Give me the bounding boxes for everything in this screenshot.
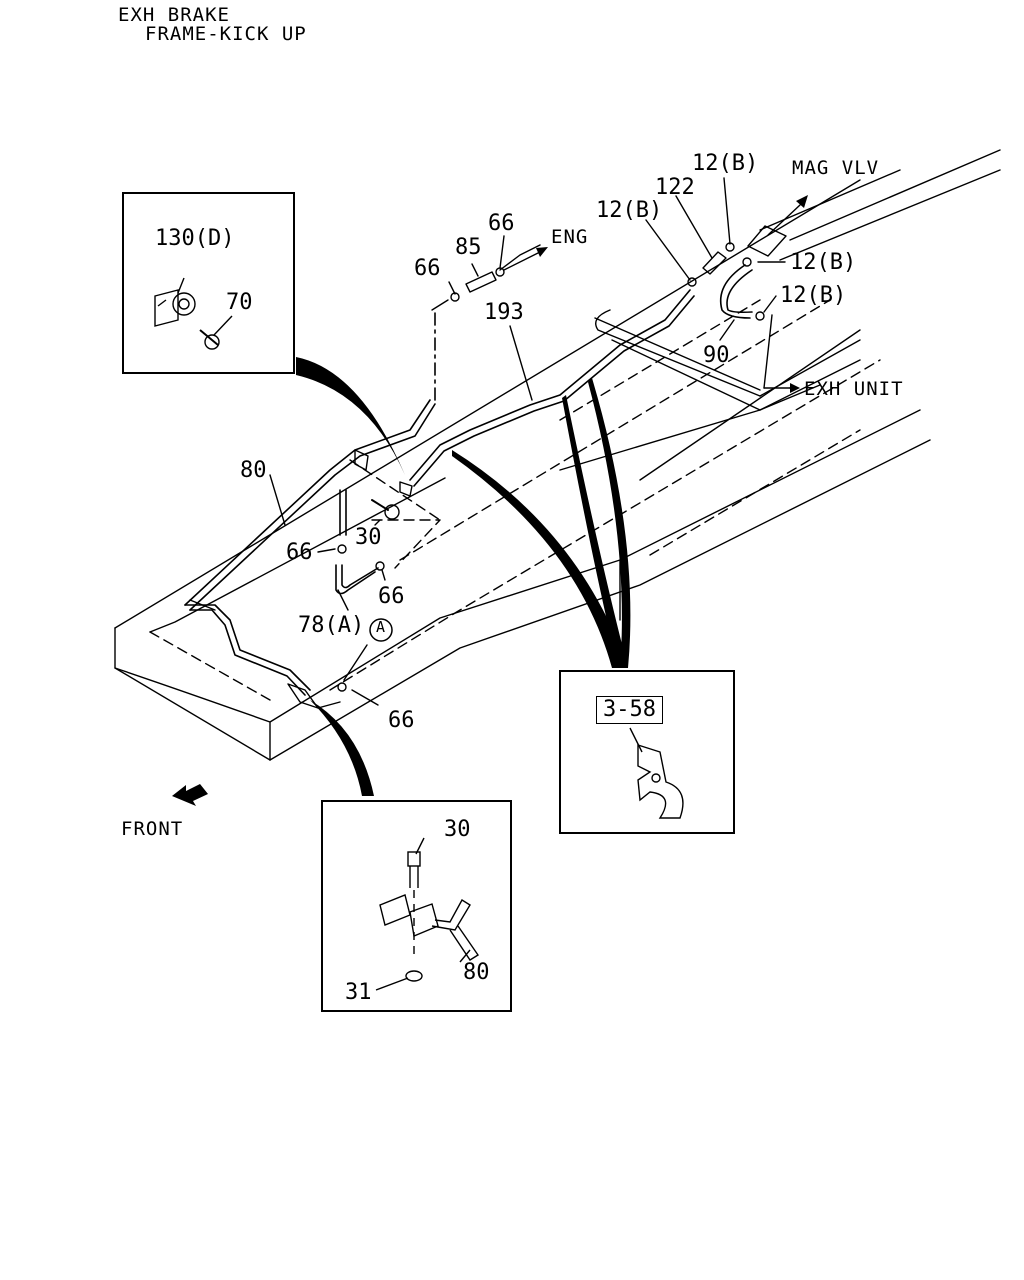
detail-bracket-130d: [154, 277, 233, 350]
callout-30: 30: [355, 525, 382, 550]
detail-leaders: [296, 357, 631, 796]
callout-90: 90: [703, 343, 730, 368]
detail-box-bracket: [122, 192, 295, 374]
hose-78a: [335, 564, 376, 595]
hose-90: [720, 264, 751, 319]
callout-122: 122: [655, 175, 695, 200]
detail-callout-31: 31: [345, 980, 372, 1005]
callout-193: 193: [484, 300, 524, 325]
front-label: FRONT: [121, 818, 184, 840]
callout-85: 85: [455, 235, 482, 260]
callout-70: 70: [226, 290, 253, 315]
detail-callout-80: 80: [463, 960, 490, 985]
header-line-1: EXH BRAKE: [118, 4, 230, 26]
detail-box-clamp: [321, 800, 512, 1012]
detail-callout-30: 30: [444, 817, 471, 842]
callout-12b-3: 12(B): [790, 250, 857, 275]
mag-vlv-label: MAG VLV: [792, 157, 880, 179]
callout-66-d: 66: [378, 584, 405, 609]
circle-a-label: A: [376, 618, 387, 636]
detail-clamp-assembly: [375, 837, 479, 991]
tube-85: [465, 271, 497, 293]
mag-vlv-arrow-icon: [796, 195, 808, 208]
detail-box-clip: [559, 670, 735, 834]
mag-valve: [747, 225, 787, 257]
exh-unit-label: EXH UNIT: [804, 378, 904, 400]
tube-122: [702, 251, 727, 275]
clip-3-58-icon: [629, 727, 684, 819]
callout-78a: 78(A): [298, 613, 365, 638]
callout-12b-2: 12(B): [692, 151, 759, 176]
callout-12b-1: 12(B): [596, 198, 663, 223]
eng-arrow-icon: [536, 247, 548, 257]
callout-66-e: 66: [388, 708, 415, 733]
header-line-2: FRAME-KICK UP: [145, 23, 307, 45]
eng-label: ENG: [551, 226, 589, 248]
exh-unit-arrow-icon: [790, 383, 800, 393]
circle-a-marker: [369, 618, 393, 642]
callout-66-c: 66: [286, 540, 313, 565]
reference-3-58[interactable]: 3-58: [596, 696, 663, 724]
callout-130d: 130(D): [155, 226, 235, 251]
front-arrow-icon: [172, 784, 208, 806]
callout-80: 80: [240, 458, 267, 483]
callout-66-b: 66: [488, 211, 515, 236]
callout-12b-4: 12(B): [780, 283, 847, 308]
frame-rail: [114, 149, 1001, 761]
callout-66-a: 66: [414, 256, 441, 281]
